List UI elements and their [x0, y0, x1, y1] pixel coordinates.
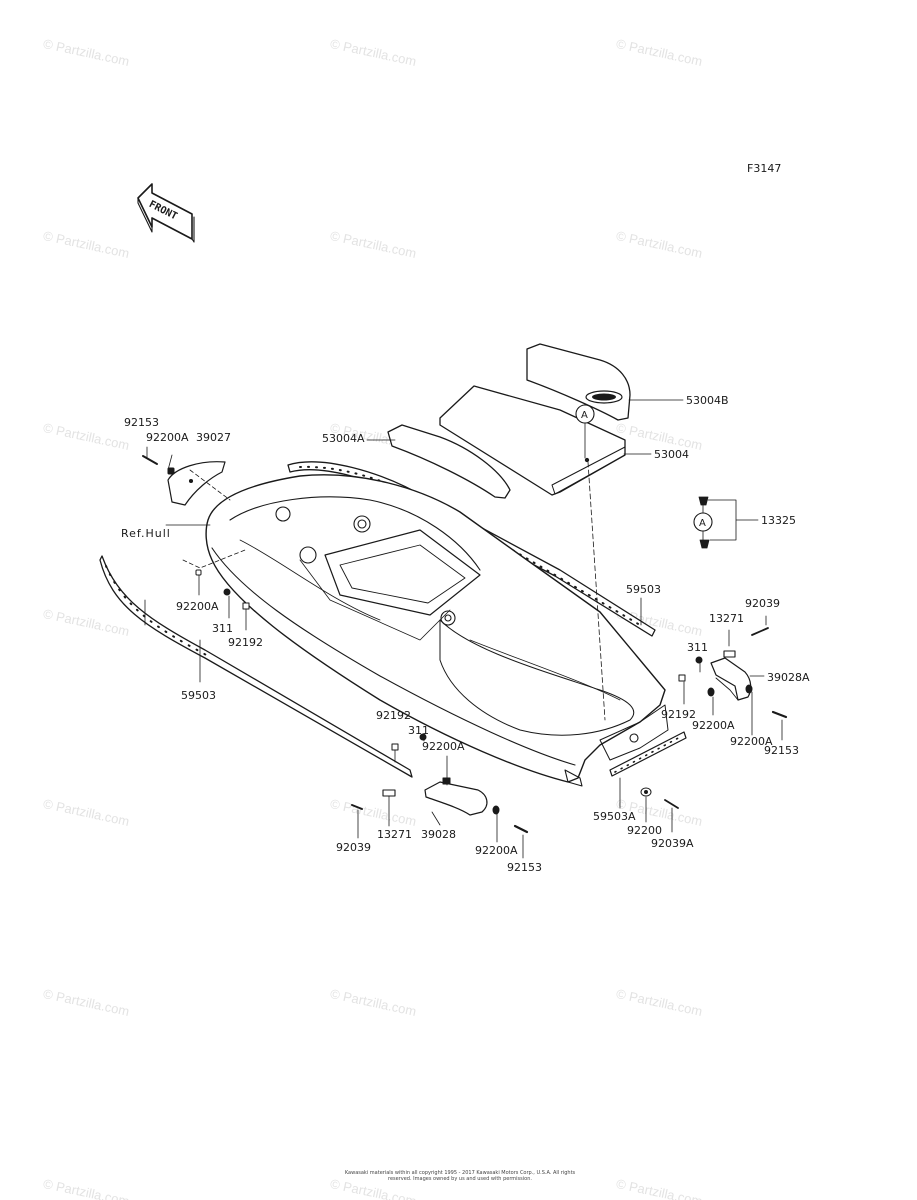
mat-53004 — [439, 385, 626, 496]
clip-13271-left — [382, 789, 396, 797]
part-label: 92200A — [730, 735, 773, 748]
part-label: 92153 — [507, 861, 542, 874]
part-label: 92200 — [627, 824, 662, 837]
part-label: 13271 — [377, 828, 412, 841]
part-label: Ref.Hull — [121, 527, 171, 540]
part-label: 53004A — [322, 432, 365, 445]
rub-rail-59503a — [609, 731, 687, 777]
front-arrow-icon: FRONT — [137, 183, 195, 243]
part-label: 13325 — [761, 514, 796, 527]
part-label: 92039A — [651, 837, 694, 850]
bumper-39027 — [167, 461, 226, 506]
rub-rail-left — [99, 555, 413, 778]
part-label: 92039 — [336, 841, 371, 854]
part-label: 59503 — [181, 689, 216, 702]
part-label: 92192 — [661, 708, 696, 721]
mat-53004a — [387, 424, 511, 499]
fasteners — [142, 455, 788, 834]
copyright-notice: Kawasaki materials within all copyright … — [344, 1170, 576, 1182]
part-label: 53004B — [686, 394, 729, 407]
part-label: 59503A — [593, 810, 636, 823]
part-label: 39027 — [196, 431, 231, 444]
mat-53004b — [526, 343, 631, 421]
part-label: 92153 — [764, 744, 799, 757]
part-label: 13271 — [709, 612, 744, 625]
part-label: 39028 — [421, 828, 456, 841]
part-label: 92192 — [228, 636, 263, 649]
part-label: 92200A — [475, 844, 518, 857]
part-label: 92200A — [422, 740, 465, 753]
bumper-39028 — [424, 781, 488, 816]
diagram-code: F3147 — [747, 162, 782, 175]
part-label: 311 — [212, 622, 233, 635]
callout-a-label: A — [699, 518, 706, 529]
part-label: 92039 — [745, 597, 780, 610]
callout-a-label: A — [581, 410, 588, 421]
part-label: 53004 — [654, 448, 689, 461]
part-label: 92200A — [692, 719, 735, 732]
part-label: 92153 — [124, 416, 159, 429]
part-label: 92192 — [376, 709, 411, 722]
drain-plug-13325 — [698, 496, 710, 549]
part-label: 311 — [687, 641, 708, 654]
part-label: 92200A — [146, 431, 189, 444]
part-label: 311 — [408, 724, 429, 737]
leader-lines — [144, 399, 783, 859]
hull-body — [205, 474, 669, 787]
bumper-39028a — [710, 657, 752, 701]
part-label: 92200A — [176, 600, 219, 613]
part-label: 39028A — [767, 671, 810, 684]
part-label: 59503 — [626, 583, 661, 596]
clip-13271-right — [723, 650, 736, 658]
